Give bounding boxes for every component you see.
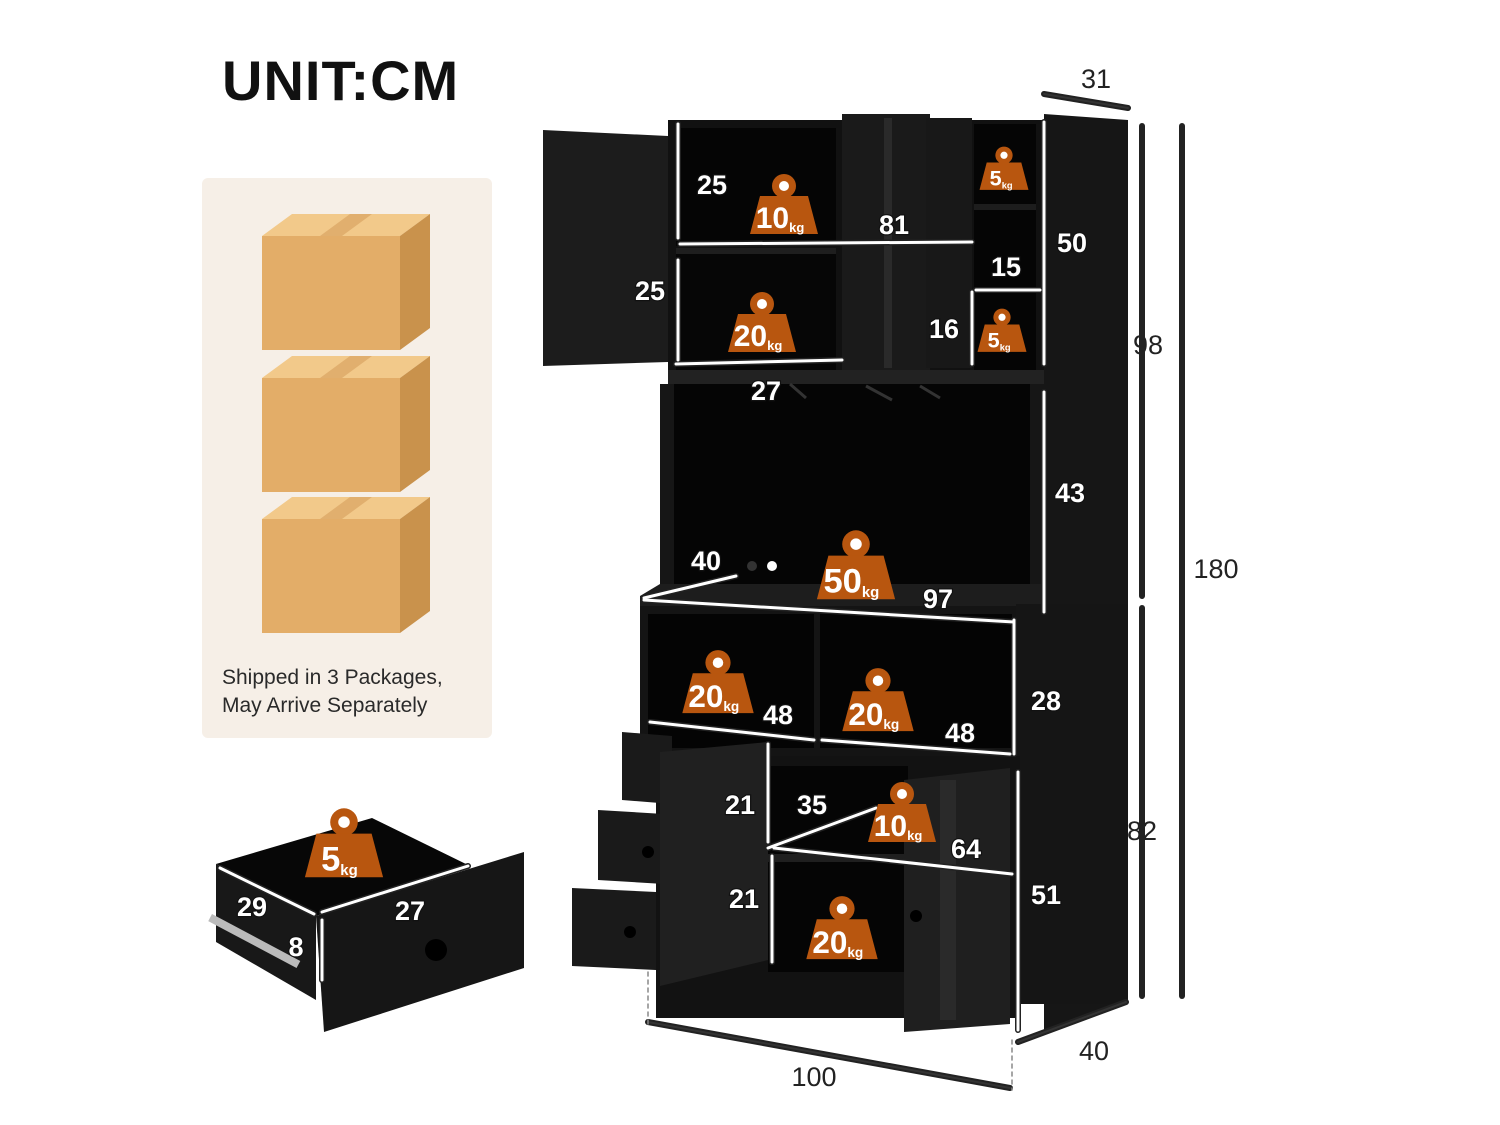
weight-badge-lower-bottom: 20kg xyxy=(806,896,878,960)
dimension-depth-top: 31 xyxy=(1081,64,1111,94)
dimension-base-depth: 40 xyxy=(1079,1036,1109,1066)
weight-unit: kg xyxy=(847,945,863,960)
drawer-front-1 xyxy=(622,732,672,804)
weight-unit: kg xyxy=(907,828,922,843)
weight-badge-upper-left-bottom: 20kg xyxy=(728,292,796,353)
dimension-total-height: 180 xyxy=(1193,554,1238,584)
dimension-lower-shelf-depth: 35 xyxy=(797,790,827,820)
dimension-drawer-depth: 29 xyxy=(237,892,267,922)
weight-unit: kg xyxy=(340,862,357,879)
weight-badge-middle-right: 20kg xyxy=(842,668,914,732)
weight-unit: kg xyxy=(1002,180,1013,190)
dimension-drawer-height: 8 xyxy=(288,932,303,962)
dimension-counter-depth: 40 xyxy=(691,546,721,576)
open-drawer-front xyxy=(316,852,524,1032)
weight-badge-drawer: 5kg xyxy=(304,808,384,879)
weight-unit: kg xyxy=(862,584,879,601)
dimension-cubby-width-right: 48 xyxy=(945,718,975,748)
dimension-upper-shelf-height-bottom: 25 xyxy=(635,276,665,306)
weight-unit: kg xyxy=(789,220,804,235)
shipping-note-line-1: Shipped in 3 Packages, xyxy=(222,666,443,689)
upper-left-door xyxy=(543,130,668,366)
package-icon-1 xyxy=(262,214,430,350)
package-icon-2 xyxy=(262,356,430,492)
dimension-lower-cabinet-height: 51 xyxy=(1031,880,1061,910)
package-icon-3 xyxy=(262,497,430,633)
drawer-front-2 xyxy=(598,810,664,884)
dimension-lines xyxy=(217,91,1185,1091)
shipping-note: Shipped in 3 Packages, May Arrive Separa… xyxy=(222,664,492,720)
shipping-note-line-2: May Arrive Separately xyxy=(222,694,428,717)
weight-unit: kg xyxy=(1000,342,1011,352)
dimension-counter-width: 97 xyxy=(923,584,953,614)
weight-unit: kg xyxy=(883,717,899,732)
drawer-front-3 xyxy=(572,888,656,970)
dimension-upper-inner-width: 81 xyxy=(879,210,909,240)
dimension-lower-total-height: 82 xyxy=(1127,816,1157,846)
dimension-right-compartment-height: 16 xyxy=(929,314,959,344)
dimension-open-space-height: 43 xyxy=(1055,478,1085,508)
dimension-lower-shelf-height-bottom: 21 xyxy=(729,884,759,914)
dimension-upper-shelf-height-top: 25 xyxy=(697,170,727,200)
weight-badge-countertop: 50kg xyxy=(816,530,896,601)
dimension-right-compartment-width: 15 xyxy=(991,252,1021,282)
lower-left-door xyxy=(660,742,768,986)
weight-badge-lower-top: 10kg xyxy=(868,782,936,843)
dimension-lower-shelf-height-top: 21 xyxy=(725,790,755,820)
dimension-upper-shelf-width: 27 xyxy=(751,376,781,406)
weight-badge-upper-left-top: 10kg xyxy=(750,174,818,235)
weight-unit: kg xyxy=(723,699,739,714)
weight-unit: kg xyxy=(767,338,782,353)
dimension-total-upper-height: 98 xyxy=(1133,330,1163,360)
dimension-cubby-width-left: 48 xyxy=(763,700,793,730)
weight-badge-upper-right-top: 5kg xyxy=(979,146,1029,191)
drawer-knob xyxy=(425,939,447,961)
dimension-drawer-width: 27 xyxy=(395,896,425,926)
unit-title: UNIT:CM xyxy=(222,49,460,112)
dimension-upper-right-height: 50 xyxy=(1057,228,1087,258)
dimension-total-width: 100 xyxy=(791,1062,836,1092)
dimension-cubby-height: 28 xyxy=(1031,686,1061,716)
weight-badge-middle-left: 20kg xyxy=(682,650,754,714)
dimension-lower-shelf-width: 64 xyxy=(951,834,981,864)
weight-badge-upper-right-bottom: 5kg xyxy=(977,308,1027,353)
